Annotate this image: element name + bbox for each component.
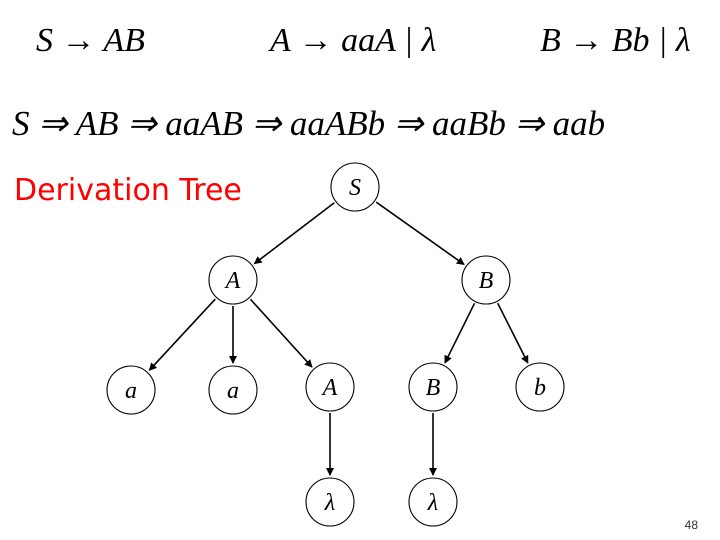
tree-node-circle bbox=[408, 477, 458, 527]
tree-node-label: A bbox=[321, 375, 338, 401]
tree-node-label: A bbox=[224, 268, 241, 294]
tree-node-circle bbox=[208, 365, 258, 415]
tree-node-circle bbox=[461, 255, 511, 305]
tree-edges bbox=[148, 201, 529, 476]
tree-node-a3: A bbox=[305, 362, 355, 412]
grammar-rule-a: A → aaA | λ bbox=[270, 22, 437, 59]
tree-node-label: B bbox=[426, 375, 441, 401]
tree-node-label: a bbox=[125, 378, 137, 404]
tree-node-label: λ bbox=[324, 490, 335, 516]
tree-edge-a-a1 bbox=[148, 298, 216, 371]
tree-node-a2: a bbox=[208, 365, 258, 415]
tree-edge-b-b3 bbox=[496, 302, 529, 364]
tree-edge-b-b2 bbox=[444, 302, 476, 364]
tree-node-circle bbox=[330, 162, 380, 212]
tree-node-label: a bbox=[227, 378, 239, 404]
tree-node-label: S bbox=[349, 175, 361, 201]
tree-node-s: S bbox=[330, 162, 380, 212]
tree-node-a1: a bbox=[106, 365, 156, 415]
tree-node-b2: B bbox=[408, 362, 458, 412]
tree-node-l1: λ bbox=[305, 477, 355, 527]
tree-node-l2: λ bbox=[408, 477, 458, 527]
tree-node-b3: b bbox=[515, 362, 565, 412]
tree-node-circle bbox=[106, 365, 156, 415]
tree-node-a: A bbox=[208, 255, 258, 305]
tree-node-circle bbox=[208, 255, 258, 305]
derivation-tree-heading: Derivation Tree bbox=[14, 173, 242, 208]
tree-node-circle bbox=[305, 477, 355, 527]
derivation-sequence: S ⇒ AB ⇒ aaAB ⇒ aaABb ⇒ aaBb ⇒ aab bbox=[12, 104, 606, 143]
tree-node-label: λ bbox=[427, 490, 438, 516]
tree-node-label: B bbox=[479, 268, 494, 294]
grammar-rule-s: S → AB bbox=[36, 22, 145, 59]
tree-node-circle bbox=[408, 362, 458, 412]
tree-node-circle bbox=[515, 362, 565, 412]
tree-edge-s-a bbox=[253, 202, 335, 265]
page-number: 48 bbox=[684, 518, 698, 532]
tree-node-b: B bbox=[461, 255, 511, 305]
tree-node-label: b bbox=[534, 375, 546, 401]
grammar-rule-b: B → Bb | λ bbox=[540, 22, 691, 59]
tree-edge-a-a3 bbox=[249, 298, 313, 368]
tree-node-circle bbox=[305, 362, 355, 412]
tree-edge-s-b bbox=[375, 201, 465, 266]
